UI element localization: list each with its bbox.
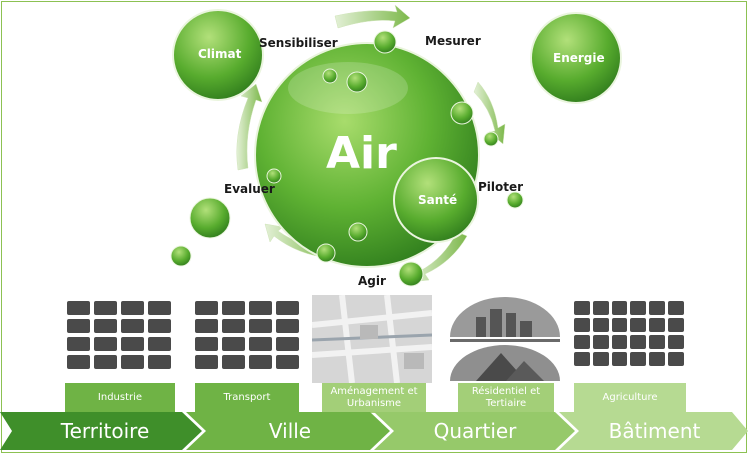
piloter-label: Piloter [478, 180, 524, 194]
arrow-top [334, 4, 411, 29]
sector-transport: Transport [189, 295, 305, 413]
energie-bubble [530, 12, 622, 104]
scale-ville: Ville [268, 419, 312, 443]
droplet-bubbles [170, 30, 524, 287]
sector-agriculture-label: Agriculture [574, 383, 686, 413]
residential-image [446, 295, 564, 383]
sante-bubble [393, 157, 479, 243]
industrie-icons [61, 295, 177, 383]
sector-amenagement: Aménagement et Urbanisme [311, 294, 433, 413]
sector-industrie-label: Industrie [65, 383, 175, 413]
chevron-quartier [374, 412, 575, 450]
climat-label: Climat [198, 47, 242, 61]
climat-bubble [172, 9, 264, 101]
evaluer-label: Evaluer [224, 182, 275, 196]
scale-territoire: Territoire [60, 419, 150, 443]
sector-residentiel-label: Résidentiel et Tertiaire [458, 383, 554, 413]
sector-residentiel: Résidentiel et Tertiaire [446, 295, 564, 413]
sensibiliser-label: Sensibiliser [259, 36, 338, 50]
sector-amenagement-label: Aménagement et Urbanisme [322, 383, 426, 413]
agriculture-icons [568, 295, 690, 383]
air-label: Air [326, 128, 397, 179]
scale-chevron-bar [0, 412, 748, 450]
sector-industrie: Industrie [61, 295, 177, 413]
scale-batiment: Bâtiment [608, 419, 701, 443]
city-map-image [311, 294, 433, 384]
sector-transport-label: Transport [195, 383, 299, 413]
transport-icons [189, 295, 305, 383]
chevron-batiment [559, 412, 748, 450]
agir-label: Agir [358, 274, 386, 288]
scale-quartier: Quartier [433, 419, 517, 443]
chevron-territoire [0, 412, 202, 450]
sante-label: Santé [418, 193, 458, 207]
arrow-left [236, 83, 263, 171]
sector-agriculture: Agriculture [568, 295, 690, 413]
mesurer-label: Mesurer [425, 34, 481, 48]
energie-label: Energie [553, 51, 605, 65]
chevron-ville [186, 412, 390, 450]
